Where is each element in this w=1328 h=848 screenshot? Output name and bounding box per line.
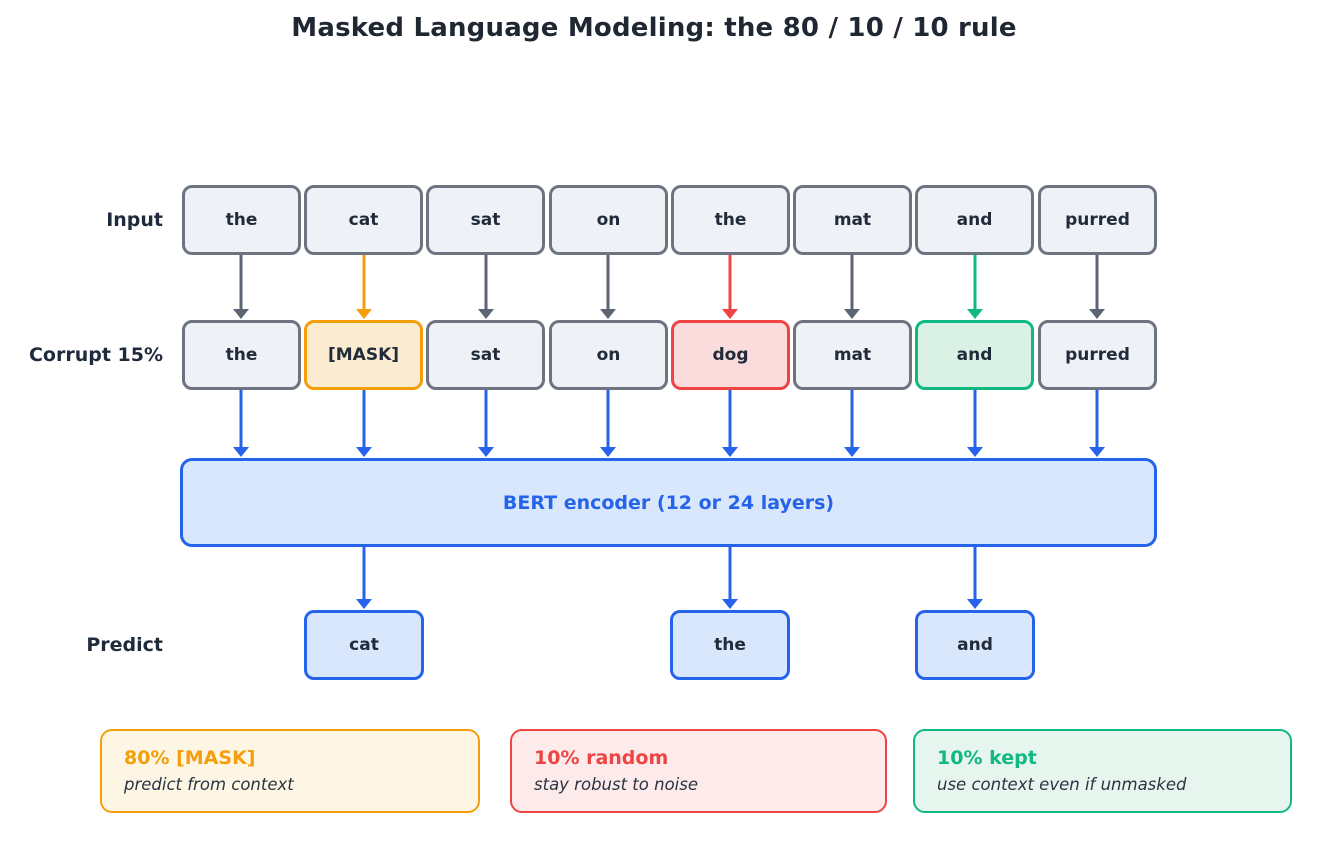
legend-mask-heading: 80% [MASK] [124,747,256,769]
legend-mask-subtext: predict from context [124,775,294,794]
diagram-title: Masked Language Modeling: the 80 / 10 / … [291,13,1017,43]
arrow-input-corrupt-2 [478,255,494,319]
arrow-input-corrupt-0 [233,255,249,319]
arrow-input-corrupt-3 [600,255,616,319]
arrow-corrupt-encoder-1 [356,390,372,457]
arrow-encoder-predict-2 [967,547,983,609]
input-token-on: on [549,185,668,255]
arrow-input-corrupt-1 [356,255,372,319]
corrupt-row-label: Corrupt 15% [28,344,163,366]
arrow-corrupt-encoder-6 [967,390,983,457]
bert-encoder-box: BERT encoder (12 or 24 layers) [180,458,1157,547]
legend-random-heading: 10% random [534,747,669,769]
predict-row-label: Predict [86,634,163,656]
predict-token-the: the [670,610,790,680]
predict-token-cat: cat [304,610,424,680]
legend-kept-subtext: use context even if unmasked [937,775,1187,794]
input-token-mat: mat [793,185,912,255]
arrow-corrupt-encoder-0 [233,390,249,457]
corrupt-token-sat: sat [426,320,545,390]
legend-random-subtext: stay robust to noise [534,775,699,794]
corrupt-token-and: and [915,320,1034,390]
legend-kept-heading: 10% kept [937,747,1037,769]
corrupt-token-on: on [549,320,668,390]
legend-card-kept: 10% kept use context even if unmasked [913,729,1292,813]
arrow-input-corrupt-5 [844,255,860,319]
arrow-corrupt-encoder-2 [478,390,494,457]
corrupt-token-dog: dog [671,320,790,390]
input-row-label: Input [106,209,163,231]
arrow-input-corrupt-7 [1089,255,1105,319]
corrupt-token-mask: [MASK] [304,320,423,390]
input-token-the: the [182,185,301,255]
input-token-purred: purred [1038,185,1157,255]
legend-card-mask: 80% [MASK] predict from context [100,729,480,813]
input-token-the2: the [671,185,790,255]
input-token-and: and [915,185,1034,255]
corrupt-token-mat: mat [793,320,912,390]
arrow-corrupt-encoder-5 [844,390,860,457]
arrow-input-corrupt-4 [722,255,738,319]
predict-token-and: and [915,610,1035,680]
arrow-encoder-predict-1 [722,547,738,609]
arrow-corrupt-encoder-7 [1089,390,1105,457]
corrupt-token-purred: purred [1038,320,1157,390]
arrow-corrupt-encoder-3 [600,390,616,457]
legend-card-random: 10% random stay robust to noise [510,729,887,813]
input-token-sat: sat [426,185,545,255]
arrow-input-corrupt-6 [967,255,983,319]
arrow-corrupt-encoder-4 [722,390,738,457]
input-token-cat: cat [304,185,423,255]
arrow-encoder-predict-0 [356,547,372,609]
corrupt-token-the: the [182,320,301,390]
